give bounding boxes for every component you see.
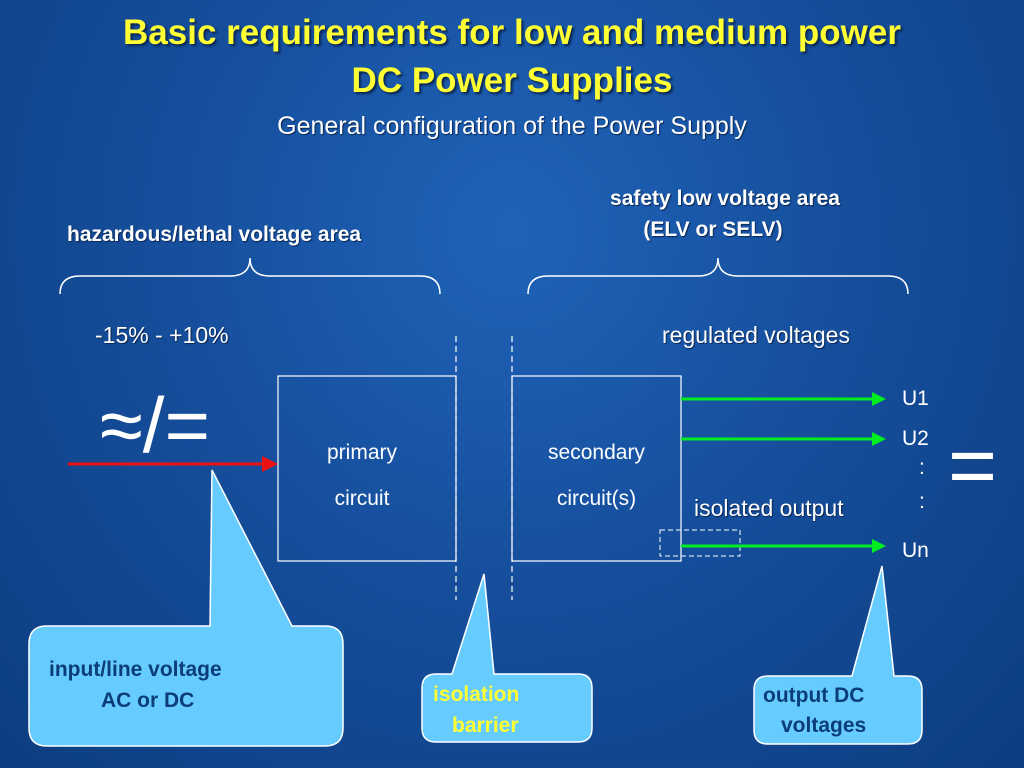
secondary-label-line2: circuit(s): [556, 487, 637, 510]
safety-area-label: safety low voltage area: [610, 187, 840, 210]
input-arrowhead: [262, 456, 278, 472]
output-arrowhead-u2: [872, 432, 886, 446]
safety-area-sublabel: (ELV or SELV): [643, 218, 783, 241]
output-u2-label: U2: [902, 427, 929, 450]
regulated-voltages-label: regulated voltages: [662, 322, 850, 348]
output-arrowhead-un: [872, 539, 886, 553]
output-callout-line2: voltages: [781, 714, 867, 737]
output-u1-label: U1: [902, 387, 929, 410]
isolation-callout-line1: isolation: [433, 683, 520, 706]
input-callout-shape: [28, 469, 344, 747]
isolation-callout-line2: barrier: [452, 714, 519, 737]
isolated-output-box: [659, 529, 741, 557]
primary-label-line2: circuit: [334, 487, 390, 510]
slide-title-line2: DC Power Supplies: [351, 61, 673, 100]
slide-title-line1: Basic requirements for low and medium po…: [123, 13, 901, 52]
primary-circuit-box: [277, 375, 457, 562]
secondary-label-line1: secondary: [548, 441, 645, 464]
ac-dc-symbol: ≈/=: [100, 381, 211, 469]
secondary-circuit-box: [511, 375, 682, 562]
primary-label-line1: primary: [326, 441, 397, 464]
output-un-label: Un: [902, 539, 929, 562]
input-callout-line2: AC or DC: [101, 689, 195, 712]
output-dots-1: :: [919, 456, 925, 479]
output-dots-2: :: [919, 490, 925, 513]
tolerance-label: -15% - +10%: [95, 322, 229, 348]
input-callout-line1: input/line voltage: [49, 658, 222, 681]
slide-subtitle: General configuration of the Power Suppl…: [277, 112, 747, 140]
output-callout-shape: [753, 565, 923, 745]
dc-symbol: =: [948, 418, 998, 512]
hazardous-area-label: hazardous/lethal voltage area: [67, 223, 362, 246]
output-callout-line1: output DC: [763, 684, 865, 707]
isolated-output-label: isolated output: [694, 495, 844, 521]
isolation-callout-shape: [421, 573, 593, 743]
output-arrowhead-u1: [872, 392, 886, 406]
safety-brace: [527, 257, 909, 295]
hazardous-brace: [59, 257, 441, 295]
